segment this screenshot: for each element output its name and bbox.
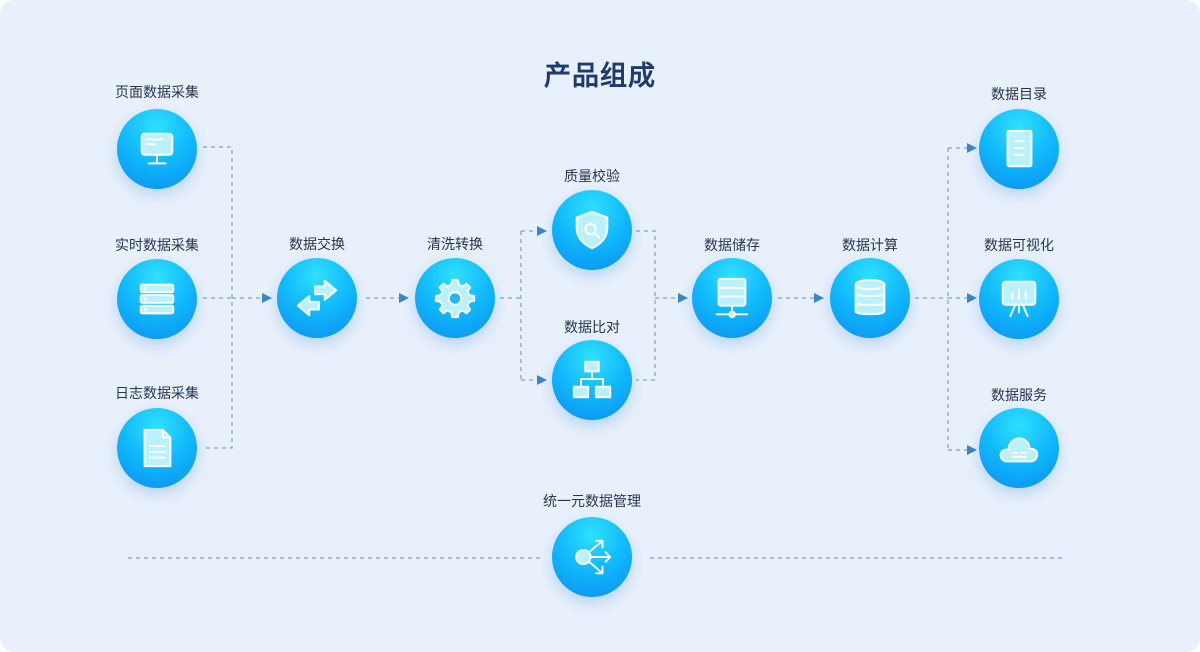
exchange-arrows-icon (296, 279, 338, 317)
label-exchange: 数据交换 (289, 237, 345, 253)
shield-search-icon (575, 210, 609, 250)
node-service (979, 408, 1059, 488)
diagram-title: 产品组成 (544, 61, 656, 92)
node-quality (552, 190, 632, 270)
node-storage (692, 258, 772, 338)
database-icon (854, 278, 886, 316)
label-metadata: 统一元数据管理 (543, 494, 641, 510)
node-page-collect (117, 109, 197, 189)
node-exchange (277, 258, 357, 338)
node-transform (415, 258, 495, 338)
node-realtime-collect (117, 259, 197, 339)
label-catalog: 数据目录 (991, 87, 1047, 103)
node-catalog (979, 109, 1059, 189)
label-transform: 清洗转换 (427, 237, 483, 253)
presentation-chart-icon (1001, 280, 1037, 318)
document-icon (143, 428, 172, 468)
gear-icon (434, 278, 476, 319)
server-rack-icon (139, 283, 175, 315)
cloud-icon (999, 437, 1039, 463)
catalog-icon (1006, 129, 1033, 168)
label-compute: 数据计算 (842, 238, 898, 254)
node-log-collect (117, 408, 197, 488)
node-compute (830, 258, 910, 338)
label-visualize: 数据可视化 (984, 238, 1054, 254)
label-compare: 数据比对 (564, 320, 620, 336)
hierarchy-icon (572, 360, 612, 399)
label-service: 数据服务 (991, 388, 1047, 404)
node-compare (552, 340, 632, 420)
node-metadata (552, 517, 632, 597)
monitor-icon (140, 132, 174, 165)
label-page-collect: 页面数据采集 (115, 85, 199, 101)
node-visualize (979, 259, 1059, 339)
share-nodes-icon (575, 539, 612, 575)
label-log-collect: 日志数据采集 (115, 386, 199, 402)
label-storage: 数据储存 (704, 238, 760, 254)
label-realtime-collect: 实时数据采集 (115, 238, 199, 254)
label-quality: 质量校验 (564, 169, 620, 185)
storage-server-icon (715, 277, 749, 319)
